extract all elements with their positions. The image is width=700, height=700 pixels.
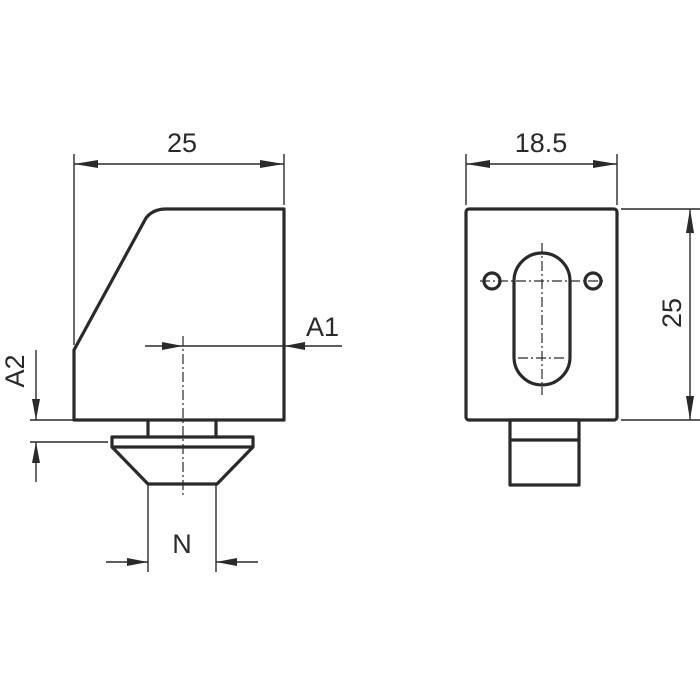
arrow-n-right [216, 558, 237, 566]
dim-a2: A2 [0, 350, 108, 482]
arrow-side-bottom [686, 396, 694, 420]
dim-label-n: N [172, 529, 192, 559]
side-stem [508, 418, 581, 487]
dim-front-width: 25 [73, 128, 285, 345]
front-body-outline [72, 207, 286, 422]
dim-a1: A1 [145, 312, 342, 350]
dim-side-height: 25 [621, 208, 700, 421]
arrow-a1-left [162, 342, 183, 350]
dim-label-a1: A1 [306, 312, 339, 342]
arrow-left [74, 160, 98, 168]
front-neck [146, 418, 218, 439]
front-view [72, 207, 286, 496]
dim-label-side-width: 18.5 [515, 128, 568, 158]
side-view [464, 207, 619, 487]
arrow-a2-top [32, 399, 40, 420]
dim-n: N [106, 484, 258, 572]
dim-side-width: 18.5 [465, 128, 618, 205]
arrow-side-top [686, 209, 694, 233]
arrow-a1-right [284, 342, 305, 350]
dim-label-front-width: 25 [167, 128, 197, 158]
arrow-side-left [466, 160, 490, 168]
arrow-side-right [593, 160, 617, 168]
dim-label-a2: A2 [0, 354, 30, 387]
dim-label-side-height: 25 [657, 298, 687, 328]
arrow-a2-bottom [32, 442, 40, 463]
arrow-right [260, 160, 284, 168]
arrow-n-left [127, 558, 148, 566]
